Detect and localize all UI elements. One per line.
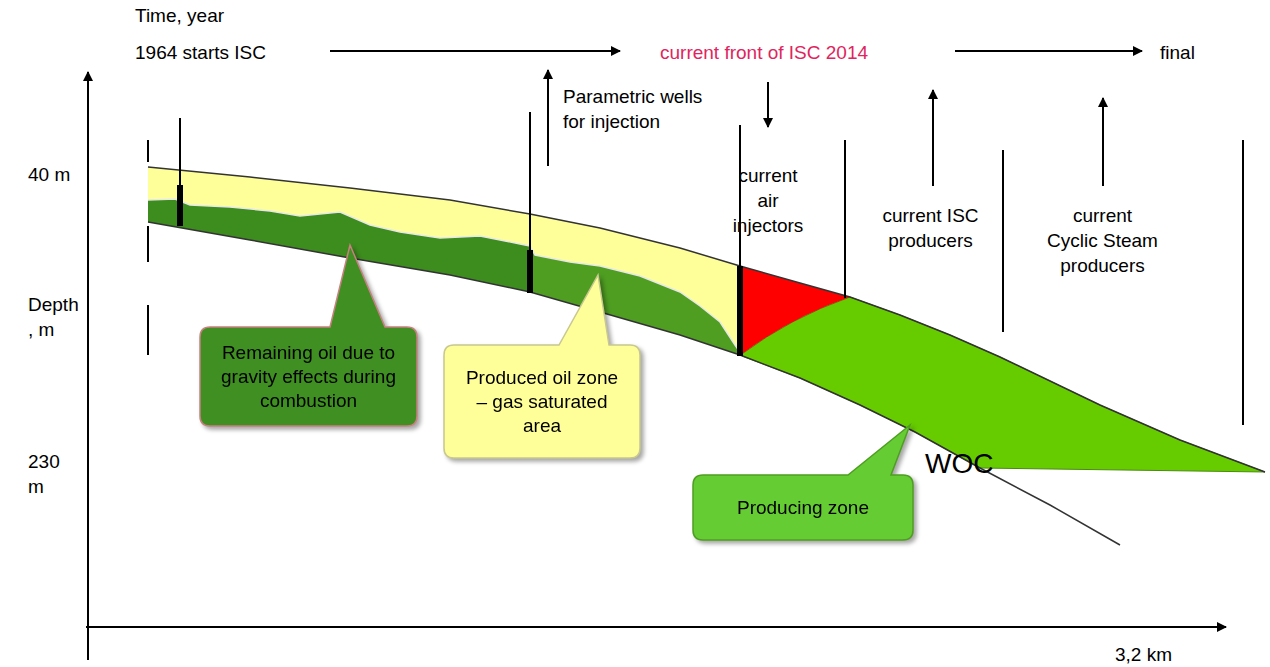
well-line <box>1242 140 1244 425</box>
well-bore <box>177 185 183 226</box>
well-label: current Cyclic Steam producers <box>1046 203 1159 278</box>
production-arrow <box>932 90 934 186</box>
well-line <box>844 140 846 298</box>
time-arrow <box>330 50 620 52</box>
callout-outline <box>200 245 417 426</box>
formation-bottom <box>148 222 1120 545</box>
well-bore <box>737 266 743 356</box>
injection-arrow <box>767 82 769 127</box>
callout-text: Producing zone <box>703 496 903 520</box>
time-label: 1964 starts ISC <box>135 40 266 65</box>
callout-box: Remaining oil due to gravity effects dur… <box>200 327 417 426</box>
distance-axis <box>86 626 1226 628</box>
callout-text: Remaining oil due to gravity effects dur… <box>219 341 399 413</box>
well-label: current air injectors <box>728 163 808 238</box>
production-arrow <box>1102 98 1104 186</box>
time-label: current front of ISC 2014 <box>660 40 868 65</box>
combustion-front <box>740 266 850 354</box>
well-line <box>147 140 149 162</box>
well-line <box>147 226 149 262</box>
well-line <box>1002 150 1004 332</box>
depth-value: 230 m <box>28 449 68 499</box>
depth-value: 40 m <box>28 162 70 187</box>
callout-box: Produced oil zone – gas saturated area <box>444 345 640 458</box>
time-label: final <box>1160 40 1195 65</box>
callout-outline <box>693 425 913 540</box>
injection-arrow <box>547 70 549 166</box>
callout-box: Producing zone <box>693 475 913 540</box>
axis-title: Depth , m <box>28 292 83 342</box>
well-line <box>179 118 181 185</box>
well-bore <box>527 250 533 293</box>
well-label: Parametric wells for injection <box>563 84 728 134</box>
well-line <box>147 305 149 355</box>
contact-label: WOC <box>925 447 993 481</box>
remaining-oil-zone <box>148 199 530 292</box>
well-line <box>739 125 741 266</box>
well-line <box>529 112 531 250</box>
formation-top <box>148 167 1265 472</box>
distance-value: 3,2 km <box>1115 642 1172 667</box>
well-label: current ISC producers <box>858 203 1003 253</box>
callout-outline <box>444 275 640 458</box>
callout-text: Produced oil zone – gas saturated area <box>460 366 625 438</box>
time-arrow <box>955 50 1142 52</box>
axis-title: Time, year <box>135 3 224 28</box>
depth-axis <box>87 72 89 660</box>
